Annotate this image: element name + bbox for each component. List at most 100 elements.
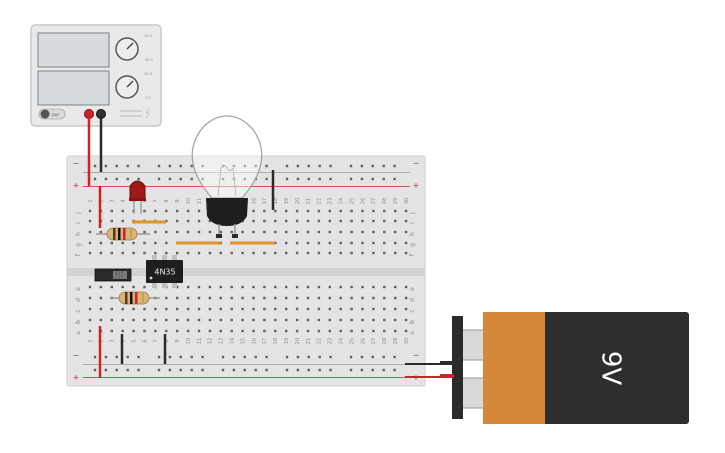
breadboard-hole[interactable] xyxy=(328,230,331,234)
breadboard-hole[interactable] xyxy=(394,296,397,300)
breadboard-hole[interactable] xyxy=(306,307,310,311)
breadboard-hole[interactable] xyxy=(168,177,172,181)
breadboard-hole[interactable] xyxy=(307,177,310,181)
breadboard-hole[interactable] xyxy=(328,209,331,213)
breadboard-hole[interactable] xyxy=(115,368,118,372)
breadboard-hole[interactable] xyxy=(110,219,113,223)
breadboard-hole[interactable] xyxy=(349,368,353,372)
breadboard-hole[interactable] xyxy=(361,318,364,322)
breadboard-hole[interactable] xyxy=(317,241,321,245)
power-supply[interactable]: 10 V 30 V 10 A 3 A pwr xyxy=(30,24,162,127)
breadboard-hole[interactable] xyxy=(350,219,353,223)
breadboard-hole[interactable] xyxy=(143,285,146,289)
breadboard-hole[interactable] xyxy=(295,329,299,333)
breadboard-hole[interactable] xyxy=(328,318,331,322)
breadboard-hole[interactable] xyxy=(285,241,288,245)
breadboard-hole[interactable] xyxy=(197,251,201,255)
breadboard-hole[interactable] xyxy=(349,177,353,181)
breadboard-hole[interactable] xyxy=(243,368,246,372)
breadboard-hole[interactable] xyxy=(230,285,233,289)
breadboard-hole[interactable] xyxy=(296,355,300,359)
breadboard-hole[interactable] xyxy=(126,164,129,168)
breadboard-hole[interactable] xyxy=(221,368,225,372)
breadboard-hole[interactable] xyxy=(179,177,182,181)
breadboard-hole[interactable] xyxy=(208,219,212,223)
breadboard-hole[interactable] xyxy=(350,329,353,333)
breadboard-hole[interactable] xyxy=(241,318,244,322)
breadboard-hole[interactable] xyxy=(143,318,146,322)
breadboard-hole[interactable] xyxy=(274,329,277,333)
breadboard-hole[interactable] xyxy=(383,307,386,311)
breadboard-hole[interactable] xyxy=(104,368,108,372)
breadboard-hole[interactable] xyxy=(371,177,374,181)
breadboard-hole[interactable] xyxy=(176,318,179,322)
breadboard-hole[interactable] xyxy=(339,209,342,213)
breadboard-hole[interactable] xyxy=(295,209,299,213)
breadboard-hole[interactable] xyxy=(383,318,386,322)
breadboard-hole[interactable] xyxy=(176,209,179,213)
breadboard-hole[interactable] xyxy=(230,318,233,322)
breadboard-hole[interactable] xyxy=(295,318,299,322)
breadboard-hole[interactable] xyxy=(88,329,92,333)
breadboard-hole[interactable] xyxy=(274,241,277,245)
breadboard-hole[interactable] xyxy=(295,296,299,300)
breadboard-hole[interactable] xyxy=(165,241,168,245)
battery-9v[interactable]: 9V xyxy=(440,312,689,424)
breadboard-hole[interactable] xyxy=(176,296,179,300)
breadboard-hole[interactable] xyxy=(154,329,157,333)
breadboard-hole[interactable] xyxy=(404,307,408,311)
breadboard-hole[interactable] xyxy=(254,368,257,372)
breadboard-hole[interactable] xyxy=(93,368,97,372)
breadboard-hole[interactable] xyxy=(350,296,353,300)
breadboard-hole[interactable] xyxy=(186,230,190,234)
breadboard-hole[interactable] xyxy=(132,285,135,289)
breadboard-hole[interactable] xyxy=(132,329,135,333)
breadboard-hole[interactable] xyxy=(197,329,201,333)
breadboard-hole[interactable] xyxy=(201,368,204,372)
slide-switch[interactable] xyxy=(94,268,132,282)
breadboard-hole[interactable] xyxy=(383,296,386,300)
breadboard-hole[interactable] xyxy=(372,251,375,255)
breadboard-hole[interactable] xyxy=(115,164,118,168)
breadboard-hole[interactable] xyxy=(285,355,289,359)
breadboard-hole[interactable] xyxy=(372,219,375,223)
breadboard-hole[interactable] xyxy=(372,296,375,300)
breadboard-hole[interactable] xyxy=(252,219,255,223)
breadboard-hole[interactable] xyxy=(361,219,364,223)
breadboard-hole[interactable] xyxy=(254,164,257,168)
breadboard-hole[interactable] xyxy=(328,296,331,300)
breadboard-hole[interactable] xyxy=(201,164,204,168)
breadboard-hole[interactable] xyxy=(186,296,190,300)
breadboard-hole[interactable] xyxy=(371,355,374,359)
breadboard-hole[interactable] xyxy=(252,296,255,300)
breadboard-hole[interactable] xyxy=(121,285,124,289)
breadboard-hole[interactable] xyxy=(360,368,364,372)
breadboard-hole[interactable] xyxy=(349,355,353,359)
breadboard-hole[interactable] xyxy=(110,318,113,322)
orange-jumpers[interactable] xyxy=(132,220,275,245)
breadboard-hole[interactable] xyxy=(394,241,397,245)
breadboard-hole[interactable] xyxy=(208,318,212,322)
breadboard-hole[interactable] xyxy=(329,355,332,359)
breadboard-hole[interactable] xyxy=(154,307,157,311)
breadboard-hole[interactable] xyxy=(285,329,288,333)
breadboard-hole[interactable] xyxy=(393,355,396,359)
breadboard-hole[interactable] xyxy=(328,307,331,311)
breadboard-hole[interactable] xyxy=(307,368,310,372)
breadboard-hole[interactable] xyxy=(296,177,300,181)
breadboard-hole[interactable] xyxy=(404,296,408,300)
breadboard-hole[interactable] xyxy=(208,296,212,300)
breadboard-hole[interactable] xyxy=(219,251,222,255)
breadboard-hole[interactable] xyxy=(99,230,103,234)
breadboard-hole[interactable] xyxy=(99,296,103,300)
breadboard-hole[interactable] xyxy=(317,230,321,234)
breadboard-hole[interactable] xyxy=(137,164,140,168)
breadboard-hole[interactable] xyxy=(328,329,331,333)
breadboard-hole[interactable] xyxy=(252,318,255,322)
breadboard-hole[interactable] xyxy=(350,251,353,255)
breadboard-hole[interactable] xyxy=(371,368,374,372)
breadboard-hole[interactable] xyxy=(230,230,233,234)
breadboard-hole[interactable] xyxy=(317,318,321,322)
breadboard-hole[interactable] xyxy=(394,285,397,289)
breadboard-hole[interactable] xyxy=(99,241,103,245)
